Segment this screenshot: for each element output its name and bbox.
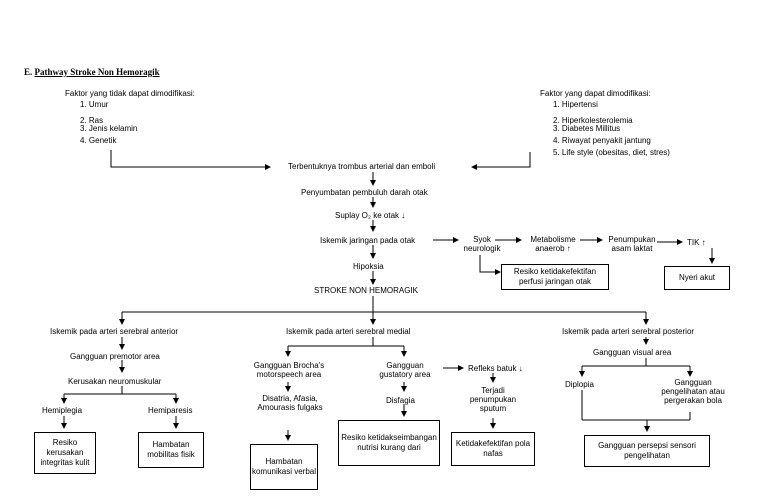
dysphagia-node: Disfagia <box>386 396 415 405</box>
left-factor-item: 3. Jenis kelamin <box>80 124 138 133</box>
sensory-perception-box: Gangguan persepsi sensori pengelihatan <box>584 435 710 467</box>
pain-box: Nyeri akut <box>664 266 730 290</box>
right-factors-heading: Faktor yang dapat dimodifikasi: <box>540 89 651 98</box>
lactate-node: Penumpukan asam laktat <box>608 235 656 253</box>
perfusion-risk-box: Resiko ketidakefektifan perfusi jaringan… <box>501 264 609 290</box>
thrombus-node: Terbentuknya trombus arterial dan emboli <box>288 162 436 171</box>
ischemia-node: Iskemik jaringan pada otak <box>320 236 416 245</box>
skin-integrity-risk-box: Resiko kerusakan integritas kulit <box>34 432 96 474</box>
premotor-node: Gangguan premotor area <box>70 352 160 361</box>
stroke-node: STROKE NON HEMORAGIK <box>314 286 419 295</box>
hemiplegia-node: Hemiplegia <box>42 406 83 415</box>
mobility-box: Hambatan mobilitas fisik <box>138 432 204 468</box>
aphasia-node: Disatria, Afasia, Amourasis fulgaks <box>257 394 323 412</box>
left-factor-item: 4. Genetik <box>80 136 117 145</box>
right-factor-item: 3. Diabetes Millitus <box>553 124 621 133</box>
left-factors-heading: Faktor yang tidak dapat dimodifikasi: <box>65 89 195 98</box>
tik-node: TIK ↑ <box>687 238 706 247</box>
breathing-pattern-box: Ketidakefektifan pola nafas <box>451 432 535 466</box>
nutrition-risk-box: Resiko ketidakseimbangan nutrisi kurang … <box>338 420 440 466</box>
cough-reflex-node: Refleks batuk ↓ <box>468 364 523 373</box>
hemiparesis-node: Hemiparesis <box>148 406 193 415</box>
diplopia-node: Diplopia <box>565 380 594 389</box>
medial-title: Iskemik pada arteri serebral medial <box>286 327 411 336</box>
visual-area-node: Gangguan visual area <box>593 348 672 357</box>
verbal-communication-box: Hambatan komunikasi verbal <box>250 444 318 490</box>
vision-disturbance-node: Gangguan pengelihatan atau pergerakan bo… <box>661 378 725 405</box>
posterior-title: Iskemik pada arteri serebral posterior <box>562 327 695 336</box>
shock-node: Syok neurologik <box>463 235 501 253</box>
hypoxia-node: Hipoksia <box>353 262 384 271</box>
left-factor-item: 2. Ras <box>80 116 104 125</box>
metabolism-node: Metabolisme anaerob ↑ <box>530 235 576 253</box>
anterior-title: Iskemik pada arteri serebral anterior <box>50 327 179 336</box>
sputum-node: Terjadi penumpukan sputum <box>469 386 517 413</box>
title-text: Pathway Stroke Non Hemoragik <box>34 67 160 77</box>
left-factor-item: 1. Umur <box>80 100 109 109</box>
occlusion-node: Penyumbatan pembuluh darah otak <box>301 188 428 197</box>
o2-supply-node: Suplay O₂ ke otak ↓ <box>335 211 406 220</box>
neuromuscular-node: Kerusakan neuromuskular <box>68 377 162 386</box>
broca-node: Gangguan Brocha's motorspeech area <box>253 361 325 379</box>
right-factor-item: 2. Hiperkolesterolemia <box>553 116 633 125</box>
right-factor-item: 1. Hipertensi <box>553 100 598 109</box>
right-factor-item: 5. Life style (obesitas, diet, stres) <box>553 148 670 157</box>
page-title: E. Pathway Stroke Non Hemoragik <box>24 67 160 77</box>
gustatory-node: Gangguan gustatory area <box>379 361 431 379</box>
right-factor-item: 4. Riwayat penyakit jantung <box>553 136 651 145</box>
section-letter: E. <box>24 67 33 77</box>
